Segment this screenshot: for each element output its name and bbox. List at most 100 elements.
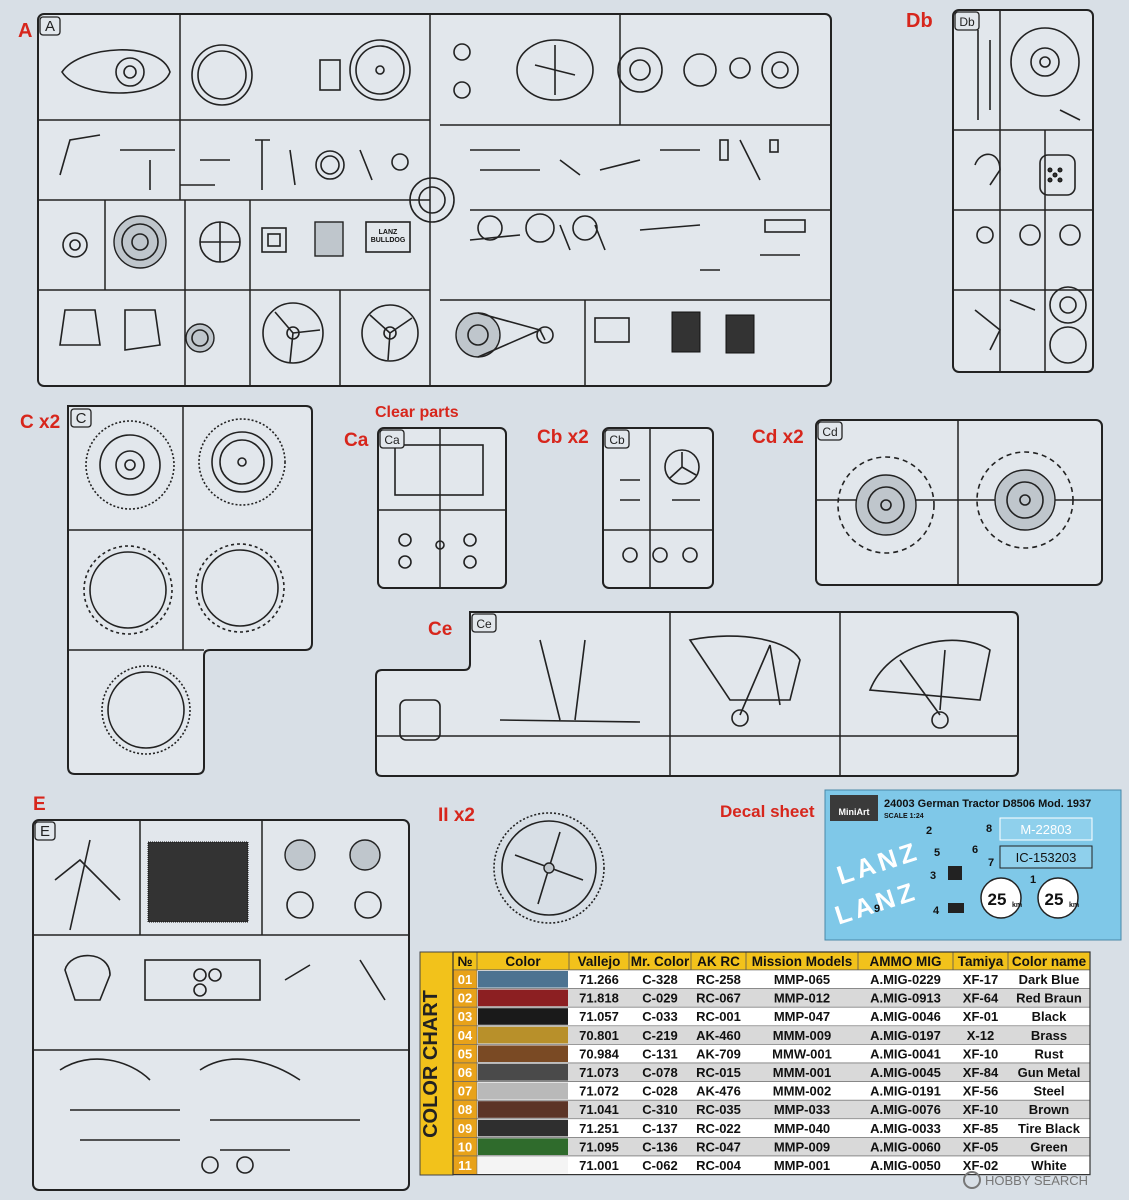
color-chart-cell-mission: MMP-047	[774, 1009, 830, 1024]
color-chart-header-cell: №	[457, 954, 472, 969]
color-chart-cell-mr-color: C-033	[642, 1009, 677, 1024]
color-chart-cell-name: Steel	[1033, 1084, 1064, 1099]
color-chart-cell-mr-color: C-328	[642, 972, 677, 987]
hobby-search-watermark: HOBBY SEARCH	[963, 1171, 1088, 1189]
sprue-cd-label: Cd x2	[752, 427, 804, 448]
color-swatch	[478, 1119, 568, 1137]
sprue-e-label: E	[33, 794, 46, 815]
color-chart-cell-mr-color: C-219	[642, 1028, 677, 1043]
color-chart-cell-mr-color: C-029	[642, 991, 677, 1006]
color-chart-cell-no: 01	[458, 972, 472, 987]
sprue-e: E	[32, 819, 410, 1191]
miniart-logo	[830, 795, 878, 821]
color-chart-cell-ammo: A.MIG-0045	[870, 1065, 941, 1080]
color-chart-cell-ammo: A.MIG-0060	[870, 1139, 941, 1154]
color-chart-cell-ak-rc: RC-067	[696, 991, 741, 1006]
sprue-db-badge: Db	[959, 15, 975, 29]
color-chart-cell-tamiya: XF-84	[963, 1065, 999, 1080]
color-chart-cell-vallejo: 71.073	[579, 1065, 619, 1080]
color-chart-cell-mission: MMP-040	[774, 1121, 830, 1136]
color-chart-cell-tamiya: XF-02	[963, 1158, 998, 1173]
color-chart-cell-mission: MMP-065	[774, 972, 830, 987]
color-chart-cell-ammo: A.MIG-0076	[870, 1102, 941, 1117]
color-chart-cell-vallejo: 71.818	[579, 991, 619, 1006]
color-chart-cell-name: Green	[1030, 1139, 1068, 1154]
watermark-logo-icon	[963, 1171, 981, 1189]
color-chart-cell-mr-color: C-136	[642, 1139, 677, 1154]
color-chart-cell-vallejo: 70.984	[579, 1046, 620, 1061]
sprue-a-label: A	[18, 20, 32, 42]
color-chart-cell-vallejo: 71.095	[579, 1139, 619, 1154]
sprue-cb-label: Cb x2	[537, 427, 589, 448]
sprue-c-label: C x2	[20, 412, 60, 433]
color-chart-header-cell: Vallejo	[578, 954, 621, 969]
color-chart-cell-vallejo: 71.041	[579, 1102, 619, 1117]
color-chart-header-cell: Mr. Color	[631, 954, 690, 969]
color-chart-header-cell: Color name	[1012, 954, 1087, 969]
color-chart-cell-no: 02	[458, 991, 472, 1006]
color-chart-cell-tamiya: XF-05	[963, 1139, 998, 1154]
color-chart-cell-mission: MMP-033	[774, 1102, 830, 1117]
color-chart-cell-no: 03	[458, 1009, 472, 1024]
sprue-e-badge: E	[40, 823, 50, 840]
color-chart-cell-mission: MMM-001	[773, 1065, 832, 1080]
color-swatch	[478, 1082, 568, 1100]
watermark-text: HOBBY SEARCH	[985, 1173, 1088, 1188]
color-chart-cell-tamiya: XF-01	[963, 1009, 998, 1024]
color-swatch	[478, 989, 568, 1007]
color-chart-cell-mission: MMP-012	[774, 991, 830, 1006]
color-chart-cell-name: Tire Black	[1018, 1121, 1081, 1136]
color-chart-cell-ammo: A.MIG-0229	[870, 972, 941, 987]
color-chart-cell-no: 08	[458, 1102, 472, 1117]
color-chart-cell-ammo: A.MIG-0050	[870, 1158, 941, 1173]
color-chart-cell-name: White	[1031, 1158, 1066, 1173]
decal-number: 8	[986, 823, 992, 835]
color-chart-cell-vallejo: 71.251	[579, 1121, 619, 1136]
decal-number: 9	[874, 903, 880, 915]
color-chart-vertical-title: COLOR CHART	[420, 990, 442, 1138]
color-chart-cell-tamiya: XF-17	[963, 972, 998, 987]
color-chart-cell-ak-rc: AK-709	[696, 1046, 741, 1061]
color-swatch	[478, 1157, 568, 1174]
sprue-cd: Cd	[815, 419, 1103, 586]
color-chart-cell-ammo: A.MIG-0046	[870, 1009, 941, 1024]
color-chart-cell-ammo: A.MIG-0033	[870, 1121, 941, 1136]
decal-speed-value-1: 25	[988, 890, 1007, 909]
color-chart-cell-name: Brass	[1031, 1028, 1067, 1043]
color-chart-cell-ak-rc: RC-015	[696, 1065, 741, 1080]
color-chart-cell-tamiya: X-12	[967, 1028, 994, 1043]
color-chart-cell-mr-color: C-028	[642, 1084, 677, 1099]
sprue-c: C	[67, 405, 313, 775]
color-chart-cell-tamiya: XF-10	[963, 1046, 998, 1061]
sprue-cb-badge: Cb	[609, 433, 625, 447]
color-chart-cell-ammo: A.MIG-0913	[870, 991, 941, 1006]
color-chart-cell-ak-rc: RC-047	[696, 1139, 741, 1154]
color-chart-cell-name: Rust	[1035, 1046, 1065, 1061]
decal-plate-2: IC-153203	[1016, 850, 1077, 865]
sprue-ca-badge: Ca	[384, 433, 400, 447]
color-chart-cell-ak-rc: AK-476	[696, 1084, 741, 1099]
sprue-db: Db	[952, 9, 1094, 373]
color-chart-cell-vallejo: 71.266	[579, 972, 619, 987]
clear-parts-note: Clear parts	[375, 404, 459, 421]
color-chart-cell-name: Red Braun	[1016, 991, 1082, 1006]
decal-plate-1: M-22803	[1020, 822, 1071, 837]
color-chart-cell-no: 10	[458, 1139, 472, 1154]
sprue-ce: Ce	[375, 611, 1019, 777]
color-chart-cell-name: Dark Blue	[1019, 972, 1080, 987]
color-swatch	[478, 971, 568, 988]
color-chart-cell-ak-rc: RC-022	[696, 1121, 741, 1136]
color-chart-cell-name: Gun Metal	[1018, 1065, 1081, 1080]
color-chart-cell-ammo: A.MIG-0191	[870, 1084, 941, 1099]
color-chart-cell-mr-color: C-137	[642, 1121, 677, 1136]
color-chart-cell-mission: MMM-009	[773, 1028, 832, 1043]
color-swatch	[478, 1064, 568, 1081]
color-chart-cell-mission: MMP-001	[774, 1158, 830, 1173]
color-chart-header-cell: Color	[505, 954, 541, 969]
color-chart-cell-no: 04	[458, 1028, 473, 1043]
color-chart-cell-mr-color: C-310	[642, 1102, 677, 1117]
color-chart-cell-vallejo: 71.001	[579, 1158, 619, 1173]
